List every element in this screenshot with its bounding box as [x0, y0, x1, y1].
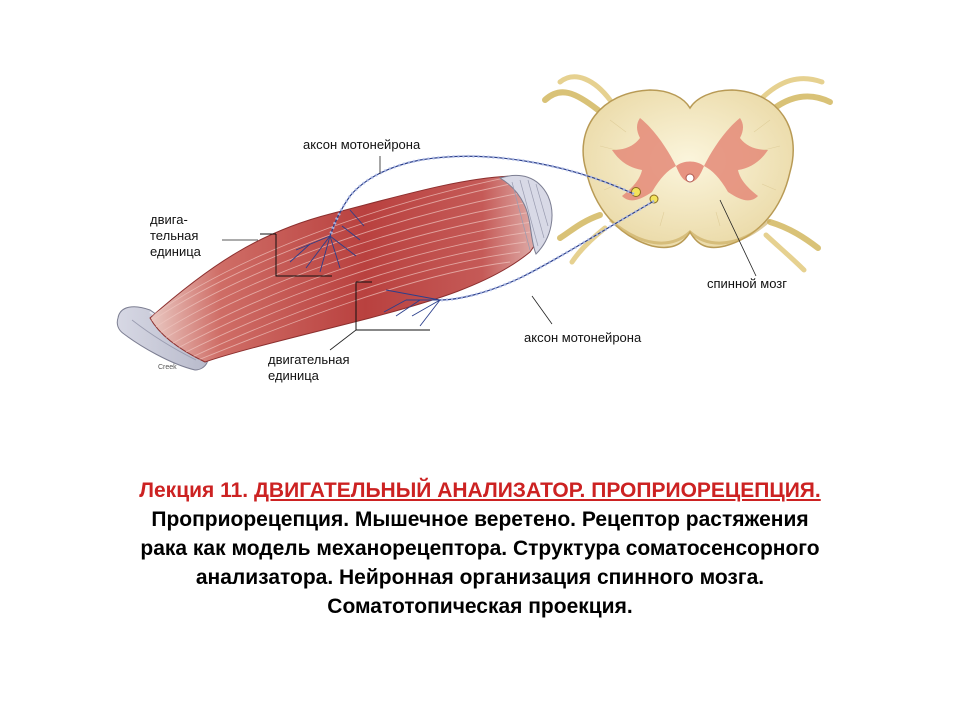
label-motor-unit-left-line2: тельная [150, 228, 199, 243]
label-motor-unit-bottom-line2: единица [268, 368, 319, 383]
label-motor-unit-bottom-line1: двигательная [268, 352, 350, 367]
label-axon-top: аксон мотонейрона [303, 137, 421, 152]
muscle-body [149, 175, 542, 363]
label-axon-bottom: аксон мотонейрона [524, 330, 642, 345]
label-motor-unit-left-line3: единица [150, 244, 201, 259]
label-motor-unit-left-line1: двига- [150, 212, 188, 227]
lecture-title: ДВИГАТЕЛЬНЫЙ АНАЛИЗАТОР. ПРОПРИОРЕЦЕПЦИЯ… [253, 479, 821, 502]
motor-axons [289, 154, 655, 327]
caption-line-2: рака как модель механорецептора. Структу… [140, 537, 820, 560]
artist-signature: Creek [158, 364, 177, 371]
lecture-number: Лекция 11. [139, 479, 254, 502]
caption-line-1: Проприорецепция. Мышечное веретено. Реце… [151, 508, 809, 531]
spinal-cord-section [582, 89, 794, 249]
caption-line-3: анализатора. Нейронная организация спинн… [195, 566, 765, 589]
lecture-caption: Лекция 11. ДВИГАТЕЛЬНЫЙ АНАЛИЗАТОР. ПРОП… [20, 476, 940, 621]
leader-lines [222, 156, 757, 351]
label-motor-unit-bottom: двигательная единица [268, 352, 350, 384]
label-spinal-cord: спинной мозг [707, 276, 787, 291]
muscle-spinal-cord-illustration [116, 74, 833, 371]
muscle-tendon-right [498, 174, 553, 255]
caption-line-4: Соматотопическая проекция. [327, 595, 633, 618]
label-motor-unit-left: двига- тельная единица [150, 212, 201, 260]
caption-title-line: Лекция 11. ДВИГАТЕЛЬНЫЙ АНАЛИЗАТОР. ПРОП… [20, 476, 940, 505]
